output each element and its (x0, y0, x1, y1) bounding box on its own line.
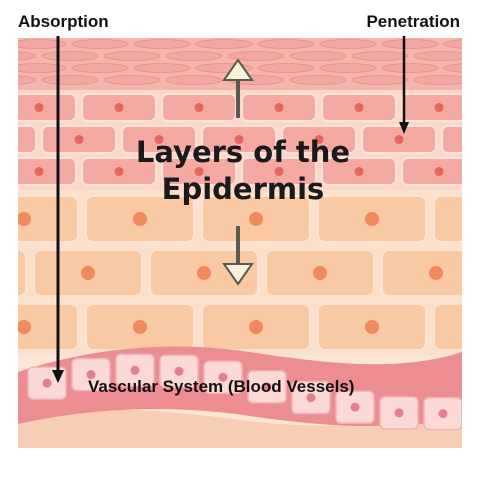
cell-nucleus (434, 103, 444, 112)
cell-nucleus (274, 103, 284, 112)
spinous-cells (18, 195, 462, 351)
corneum-cell (413, 75, 462, 85)
cell-nucleus (81, 266, 95, 280)
corneum-cell (103, 75, 161, 85)
keratinocyte-cell (18, 157, 77, 186)
cell-nucleus (394, 135, 404, 144)
cell-nucleus (34, 103, 44, 112)
cell-nucleus (249, 320, 263, 334)
spinous-cell (381, 249, 462, 297)
corneum-cell (133, 63, 191, 73)
cell-nucleus (249, 212, 263, 226)
corneum-cell (103, 51, 161, 61)
corneum-cell (18, 51, 37, 61)
keratinocyte-cells (18, 93, 462, 186)
penetration-label: Penetration (366, 12, 460, 31)
cell-nucleus (354, 167, 364, 176)
corneum-cell (18, 63, 67, 73)
corneum-cell (71, 39, 129, 49)
spinous-cell (433, 195, 462, 243)
corneum-cell (133, 39, 191, 49)
keratinocyte-cell (18, 93, 77, 122)
vessel-nucleus (218, 372, 228, 382)
corneum-cell (257, 39, 315, 49)
corneum-cell (381, 63, 439, 73)
absorption-arrow (52, 36, 64, 383)
vessel-cells (27, 353, 462, 431)
vessel-nucleus (42, 378, 52, 388)
corneum-cell (443, 39, 462, 49)
corneum-cell (41, 51, 99, 61)
cell-nucleus (354, 103, 364, 112)
cell-nucleus (429, 266, 443, 280)
cell-nucleus (34, 167, 44, 176)
up-arrow-icon (222, 58, 254, 118)
absorption-label: Absorption (18, 12, 109, 31)
vessel-nucleus (86, 370, 96, 380)
vessel-nucleus (174, 366, 184, 376)
title-line-1: Layers of the (135, 135, 351, 169)
cell-nucleus (365, 320, 379, 334)
title-line-2: Epidermis (161, 172, 325, 206)
vessel-nucleus (306, 393, 316, 403)
corneum-cell (257, 63, 315, 73)
corneum-cell (289, 75, 347, 85)
cell-nucleus (194, 103, 204, 112)
corneum-cell (18, 75, 37, 85)
corneum-cell (227, 51, 285, 61)
penetration-arrow (399, 36, 409, 134)
cell-nucleus (74, 135, 84, 144)
vessel-nucleus (438, 409, 448, 419)
spinous-cell (433, 303, 462, 351)
corneum-cell (319, 63, 377, 73)
vessel-nucleus (262, 382, 272, 392)
vessel-nucleus (350, 402, 360, 412)
cell-nucleus (133, 212, 147, 226)
dermis-layer (18, 409, 462, 448)
vascular-system-label: Vascular System (Blood Vessels) (88, 377, 355, 396)
cell-nucleus (18, 320, 31, 334)
corneum-cell (351, 51, 409, 61)
corneum-cell (165, 51, 223, 61)
corneum-cell (165, 75, 223, 85)
corneum-cell (289, 51, 347, 61)
corneum-cell (413, 51, 462, 61)
cell-nucleus (114, 103, 124, 112)
vessel-nucleus (394, 408, 404, 418)
corneum-cell (41, 75, 99, 85)
stratum-corneum-cells (18, 39, 462, 85)
cell-nucleus (154, 135, 164, 144)
keratinocyte-cell (441, 125, 462, 154)
cell-nucleus (133, 320, 147, 334)
keratinocyte-cell (401, 157, 462, 186)
cell-nucleus (18, 212, 31, 226)
corneum-cell (195, 39, 253, 49)
corneum-cell (443, 63, 462, 73)
spinous-cell (18, 303, 79, 351)
corneum-cell (381, 39, 439, 49)
corneum-cell (351, 75, 409, 85)
cell-nucleus (274, 167, 284, 176)
cell-nucleus (114, 167, 124, 176)
cell-nucleus (313, 266, 327, 280)
cell-nucleus (197, 266, 211, 280)
keratinocyte-cell (18, 125, 37, 154)
cell-nucleus (314, 135, 324, 144)
corneum-cell (319, 39, 377, 49)
keratinocyte-cell (401, 93, 462, 122)
cell-nucleus (434, 167, 444, 176)
diagram-title: Layers of the Epidermis (118, 134, 368, 208)
vessel-nucleus (130, 365, 140, 375)
spinous-cell (18, 195, 79, 243)
cell-nucleus (234, 135, 244, 144)
corneum-cell (18, 39, 67, 49)
corneum-cell (71, 63, 129, 73)
cell-nucleus (365, 212, 379, 226)
cell-nucleus (194, 167, 204, 176)
down-arrow-icon (222, 226, 254, 286)
spinous-cell (18, 249, 27, 297)
